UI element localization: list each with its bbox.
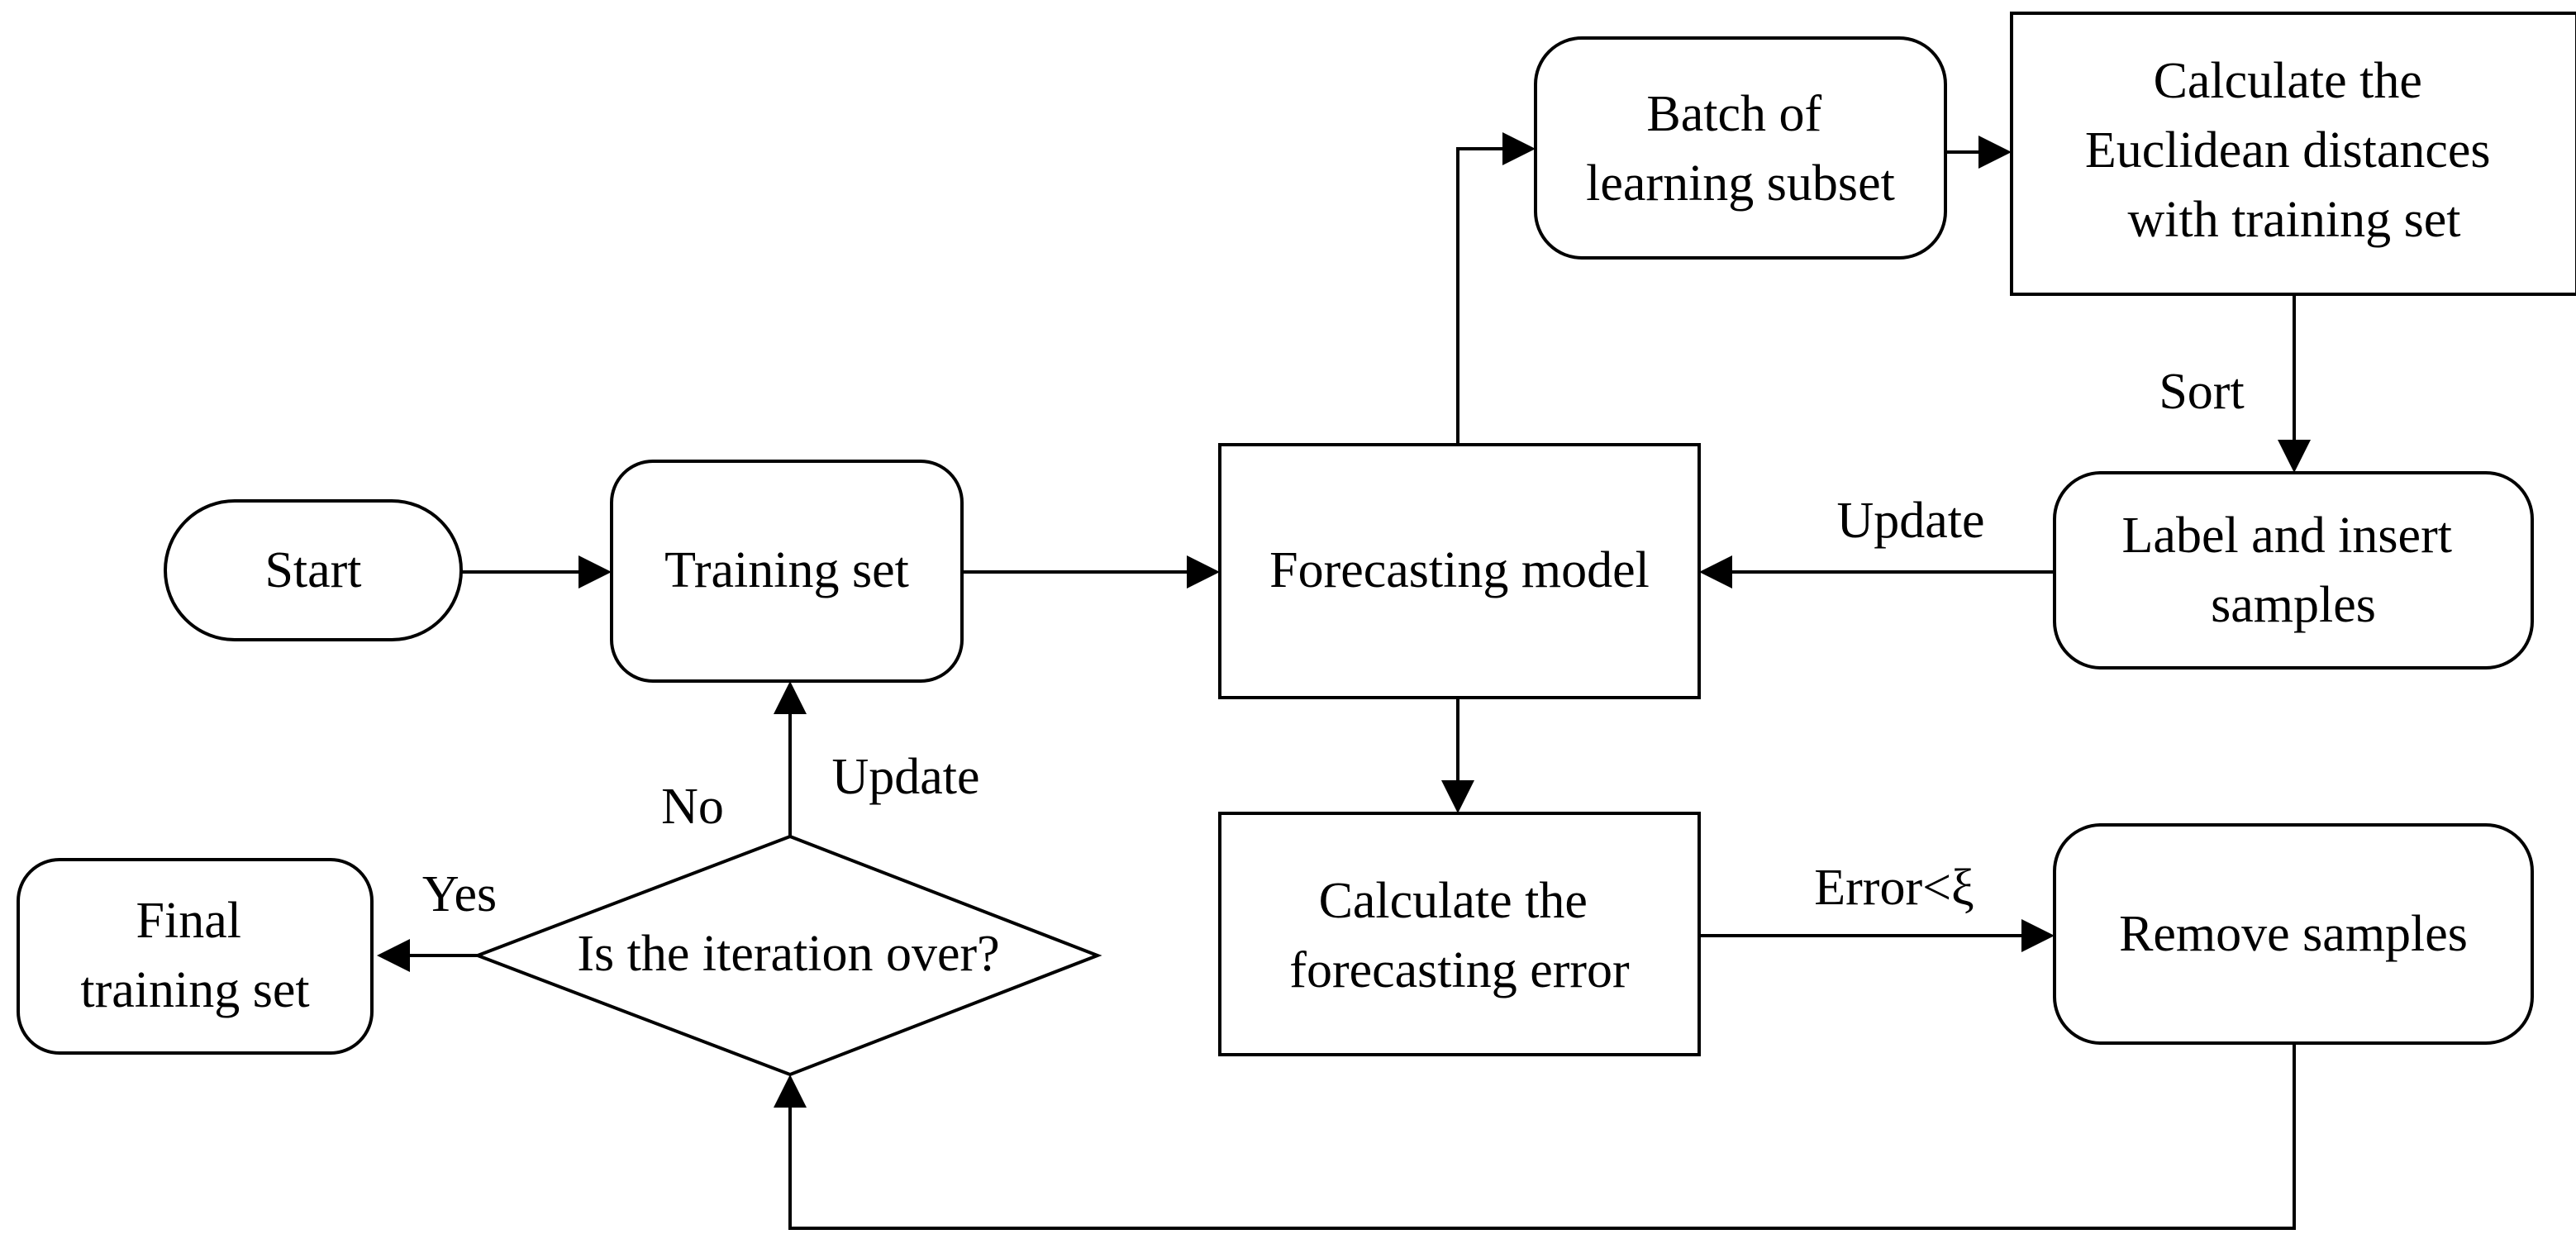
node-forecasting-error-line-2: forecasting error [1289, 942, 1630, 998]
edge-label-sort: Sort [2159, 364, 2244, 420]
edge-label-no: No [661, 779, 724, 835]
edge-euclidean-to-label-insert [2278, 294, 2311, 473]
node-batch-subset-line-2: learning subset [1586, 155, 1895, 212]
node-euclidean-line-1: Calculate the [2154, 53, 2422, 109]
node-forecasting-model-label: Forecasting model [1269, 542, 1650, 598]
edge-forecasting-error-to-remove-samples [1699, 919, 2055, 952]
node-forecasting-error-text: Calculate the forecasting error [1289, 873, 1630, 998]
edge-forecasting-model-to-forecasting-error [1441, 698, 1474, 813]
edge-forecasting-model-to-batch-subset [1456, 132, 1536, 445]
edge-batch-subset-to-euclidean [1945, 136, 2012, 169]
edge-label-yes: Yes [422, 866, 497, 922]
node-final-training-set-text: Final training set [80, 893, 309, 1018]
node-forecasting-error-line-1: Calculate the [1319, 873, 1588, 929]
node-forecasting-model: Forecasting model [1218, 443, 1701, 699]
edge-iteration-check-to-training-set [774, 681, 807, 836]
node-batch-subset: Batch of learning subset [1534, 36, 1947, 260]
edge-label-update-feedback: Update [1836, 493, 1984, 549]
node-euclidean-line-3: with training set [2128, 192, 2461, 248]
node-final-training-set: Final training set [17, 858, 374, 1055]
node-start-label: Start [264, 542, 361, 598]
node-final-training-set-line-1: Final [136, 893, 241, 949]
node-forecasting-error: Calculate the forecasting error [1218, 812, 1701, 1056]
node-final-training-set-line-2: training set [80, 962, 309, 1018]
edge-iteration-check-to-final-training-set [377, 939, 478, 972]
node-iteration-check: Is the iteration over? [473, 834, 1102, 1077]
node-euclidean-text: Calculate the Euclidean distances with t… [2085, 53, 2503, 248]
edge-label-update-loop: Update [831, 749, 979, 805]
node-batch-subset-line-1: Batch of [1646, 86, 1821, 142]
edge-remove-samples-to-iteration-check [774, 1043, 2296, 1230]
node-label-insert-text: Label and insert samples [2122, 508, 2465, 633]
edge-start-to-training-set [461, 555, 612, 589]
node-training-set-label: Training set [664, 542, 909, 598]
edge-training-set-to-forecasting-model [962, 555, 1220, 589]
node-label-insert: Label and insert samples [2053, 471, 2534, 670]
node-iteration-check-label: Is the iteration over? [577, 926, 999, 982]
edge-label-error-condition: Error<ξ [1814, 860, 1974, 916]
node-label-insert-line-2: samples [2211, 577, 2376, 633]
node-label-insert-line-1: Label and insert [2122, 508, 2452, 564]
node-euclidean: Calculate the Euclidean distances with t… [2010, 12, 2576, 296]
node-remove-samples: Remove samples [2053, 823, 2534, 1045]
edge-label-insert-to-forecasting-model [1699, 555, 2055, 589]
node-start: Start [164, 499, 463, 641]
node-training-set: Training set [610, 460, 964, 683]
node-batch-subset-text: Batch of learning subset [1586, 86, 1895, 212]
node-remove-samples-label: Remove samples [2119, 906, 2468, 962]
node-euclidean-line-2: Euclidean distances [2085, 122, 2491, 179]
